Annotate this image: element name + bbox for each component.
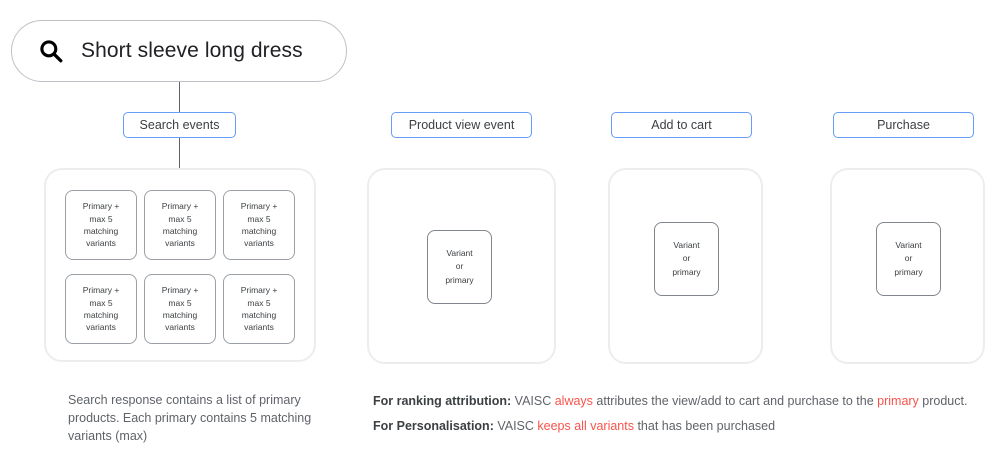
vp-line-3: primary [672, 266, 701, 277]
ranking-highlight-always: always [554, 394, 593, 408]
card-line-3: matching [241, 226, 277, 236]
vp-line-3: primary [894, 266, 923, 277]
card-line-1: Primary + [82, 285, 120, 296]
card-line-4: variants [86, 238, 116, 249]
vp-line-2: or [904, 253, 913, 264]
card-line-1: Primary + [161, 285, 199, 296]
chip-product-view-event-label: Product view event [408, 118, 515, 132]
ranking-part-3: product. [918, 394, 968, 408]
card-line-2: max 5 [89, 213, 113, 224]
card-line-2: max 5 [89, 297, 113, 308]
vp-line-1: Variant [673, 240, 700, 251]
primary-variant-card[interactable]: Primary +max 5 matching variants [223, 274, 295, 344]
product-view-panel: Variant or primary [367, 168, 556, 364]
search-query-text: Short sleeve long dress [81, 39, 303, 62]
personalisation-part-1: VAISC [493, 419, 538, 434]
search-bar[interactable]: Short sleeve long dress [11, 20, 347, 82]
ranking-part-1: VAISC [511, 394, 555, 408]
attribution-annotations: For ranking attribution: VAISC always at… [373, 392, 988, 435]
primary-variant-card[interactable]: Primary +max 5 matching variants [65, 190, 137, 260]
variant-or-primary-card[interactable]: Variant or primary [876, 222, 941, 296]
personalisation-lead: For Personalisation: [373, 419, 494, 434]
primary-variant-card[interactable]: Primary +max 5 matching variants [65, 274, 137, 344]
vp-line-3: primary [445, 274, 474, 285]
search-response-caption: Search response contains a list of prima… [68, 393, 312, 443]
ranking-highlight-primary: primary [877, 394, 919, 408]
card-line-2: max 5 [168, 213, 192, 224]
primary-variant-card[interactable]: Primary +max 5 matching variants [223, 190, 295, 260]
personalisation-highlight-keeps-all-variants: keeps all variants [537, 419, 634, 434]
search-icon [40, 40, 63, 63]
ranking-part-2: attributes the view/add to cart and purc… [592, 394, 878, 408]
primary-variant-card[interactable]: Primary +max 5 matching variants [144, 274, 216, 344]
card-line-1: Primary + [240, 285, 278, 296]
primary-variant-card[interactable]: Primary +max 5 matching variants [144, 190, 216, 260]
card-line-2: max 5 [247, 297, 271, 308]
vp-line-1: Variant [895, 240, 922, 251]
vp-line-2: or [682, 253, 691, 264]
chip-product-view-event[interactable]: Product view event [391, 112, 532, 138]
card-line-3: matching [162, 310, 198, 320]
card-line-1: Primary + [161, 201, 199, 212]
chip-add-to-cart[interactable]: Add to cart [611, 112, 752, 138]
card-line-4: variants [244, 322, 274, 333]
purchase-panel: Variant or primary [830, 168, 985, 364]
ranking-attribution-note: For ranking attribution: VAISC always at… [373, 392, 988, 410]
card-line-3: matching [162, 226, 198, 236]
ranking-attribution-lead: For ranking attribution: [373, 394, 512, 408]
personalisation-note: For Personalisation: VAISC keeps all var… [373, 417, 988, 435]
chip-add-to-cart-label: Add to cart [651, 118, 712, 132]
chip-search-events[interactable]: Search events [123, 112, 236, 138]
card-line-3: matching [83, 310, 119, 320]
card-line-4: variants [86, 322, 116, 333]
add-to-cart-panel: Variant or primary [608, 168, 763, 364]
chip-search-events-label: Search events [139, 118, 220, 132]
card-line-2: max 5 [168, 297, 192, 308]
card-line-4: variants [165, 322, 195, 333]
vp-line-1: Variant [446, 248, 473, 259]
card-line-1: Primary + [240, 201, 278, 212]
personalisation-part-2: that has been purchased [633, 419, 776, 434]
variant-or-primary-card[interactable]: Variant or primary [654, 222, 719, 296]
card-line-3: matching [241, 310, 277, 320]
vp-line-2: or [455, 261, 464, 272]
card-line-2: max 5 [247, 213, 271, 224]
card-line-4: variants [244, 238, 274, 249]
card-line-3: matching [83, 226, 119, 236]
card-line-1: Primary + [82, 201, 120, 212]
variant-or-primary-card[interactable]: Variant or primary [427, 230, 492, 304]
card-line-4: variants [165, 238, 195, 249]
chip-purchase-label: Purchase [877, 118, 930, 132]
chip-purchase[interactable]: Purchase [833, 112, 974, 138]
